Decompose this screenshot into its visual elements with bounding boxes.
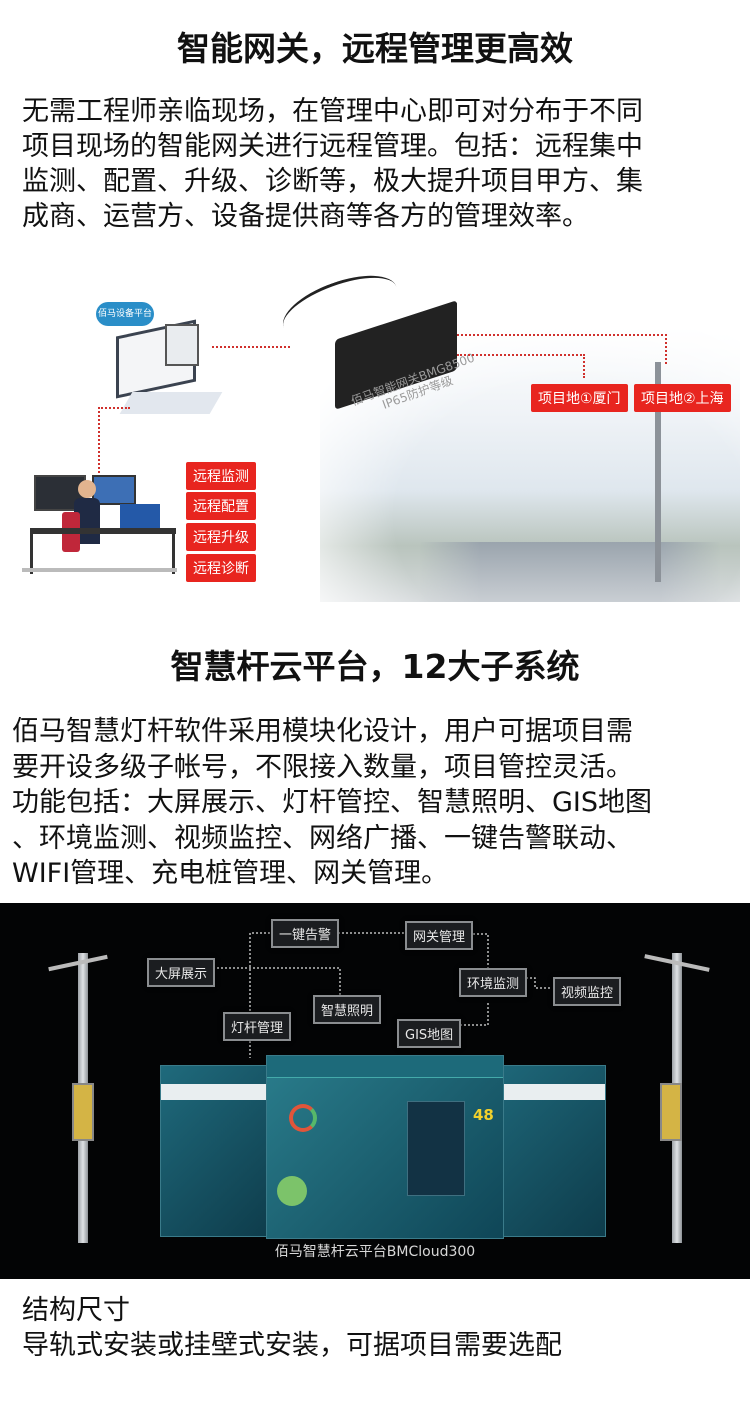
text-line: 项目现场的智能网关进行远程管理。包括：远程集中 (22, 131, 643, 162)
remote-tag: 远程配置 (186, 492, 256, 520)
structure-title: 结构尺寸 (22, 1295, 130, 1326)
module-gateway: 网关管理 (405, 921, 474, 950)
connector-line (205, 967, 341, 995)
module-lighting: 智慧照明 (313, 995, 382, 1024)
platform-label: 佰马设备平台 (97, 309, 152, 319)
text-line: 要开设多级子帐号，不限接入数量，项目管控灵活。 (12, 751, 633, 783)
module-pole: 灯杆管理 (223, 1012, 292, 1041)
remote-tag: 远程升级 (186, 523, 256, 551)
module-environment: 环境监测 (459, 968, 528, 997)
text-line: WIFI管理、充电桩管理、网关管理。 (12, 858, 449, 889)
laptop-keyboard (119, 392, 223, 414)
desk-icon (30, 528, 176, 534)
section-title-gateway: 智能网关，远程管理更高效 (177, 29, 573, 68)
pole-ad-screen (72, 1083, 94, 1141)
cloud-platform-icon: 佰马设备平台 (96, 302, 154, 326)
pole-ad-screen (660, 1083, 682, 1141)
text-line: 成商、运营方、设备提供商等各方的管理效率。 (22, 201, 589, 232)
platform-caption: 佰马智慧杆云平台BMCloud300 (274, 1244, 476, 1260)
connector-line (455, 1003, 489, 1026)
site-tag-shanghai: 项目地②上海 (634, 384, 731, 412)
text-line: 无需工程师亲临现场，在管理中心即可对分布于不同 (22, 96, 643, 127)
text-line: 监测、配置、升级、诊断等，极大提升项目甲方、集 (22, 166, 643, 197)
cloud-platform-diagram: 一键告警 网关管理 大屏展示 环境监测 视频监控 智慧照明 灯杆管理 GIS地图… (0, 903, 750, 1279)
screen-value: 48 (473, 1106, 494, 1124)
dashboard-screen-main: 48 (266, 1055, 504, 1239)
floor-line (22, 568, 177, 572)
structure-text: 导轨式安装或挂壁式安装，可据项目需要选配 (22, 1330, 562, 1361)
window-icon (165, 324, 199, 366)
gauge-chart (289, 1104, 317, 1132)
connector-line (249, 932, 270, 1058)
platform-description: 佰马智慧灯杆软件采用模块化设计，用户可据项目需 要开设多级子帐号，不限接入数量，… (12, 714, 652, 892)
laptop-screen-icon (120, 504, 160, 530)
person-head (78, 480, 96, 498)
pole-detail-panel (407, 1101, 465, 1196)
street-pole-image (655, 362, 661, 582)
road-image (420, 542, 720, 602)
connector-line (457, 354, 585, 378)
text-line: 、环境监测、视频监控、网络广播、一键告警联动、 (12, 822, 633, 854)
module-bigscreen: 大屏展示 (147, 958, 216, 987)
text-line: 功能包括：大屏展示、灯杆管控、智慧照明、GIS地图 (12, 787, 653, 818)
connector-line (98, 407, 130, 477)
site-tag-xiamen: 项目地①厦门 (531, 384, 628, 412)
connector-line (457, 334, 667, 364)
text-line: 佰马智慧灯杆软件采用模块化设计，用户可据项目需 (12, 716, 633, 747)
module-gis: GIS地图 (397, 1019, 462, 1048)
section-title-cloud-platform: 智慧杆云平台，12大子系统 (170, 647, 580, 686)
structure-section: 结构尺寸 导轨式安装或挂壁式安装，可据项目需要选配 (22, 1293, 562, 1363)
module-alarm: 一键告警 (271, 919, 340, 948)
module-video: 视频监控 (553, 977, 622, 1006)
remote-tag: 远程监测 (186, 462, 256, 490)
pie-chart (277, 1176, 307, 1206)
remote-tag: 远程诊断 (186, 554, 256, 582)
gateway-description: 无需工程师亲临现场，在管理中心即可对分布于不同 项目现场的智能网关进行远程管理。… (22, 94, 643, 234)
dashboard-screen-left (160, 1065, 272, 1237)
connector-line (212, 346, 290, 348)
